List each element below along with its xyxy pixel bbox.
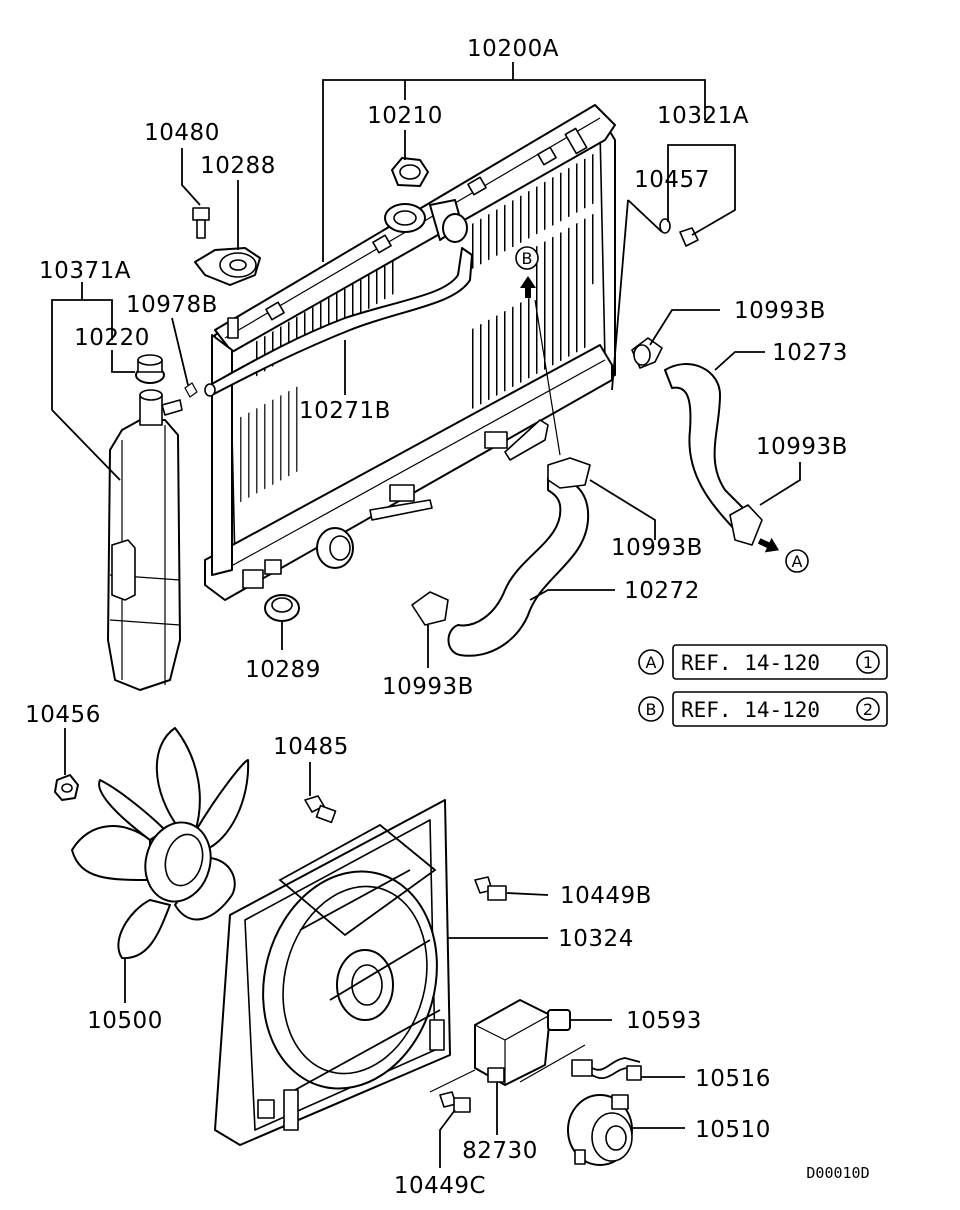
svg-text:A: A bbox=[792, 552, 803, 571]
label-10516: 10516 bbox=[695, 1066, 771, 1092]
leader-lines bbox=[51, 62, 801, 1168]
shroud-drawing bbox=[214, 799, 451, 1146]
label-10500: 10500 bbox=[87, 1008, 163, 1034]
svg-text:REF. 14-120: REF. 14-120 bbox=[681, 651, 820, 675]
label-10593: 10593 bbox=[626, 1008, 702, 1034]
svg-text:REF. 14-120: REF. 14-120 bbox=[681, 698, 820, 722]
label-10220: 10220 bbox=[74, 325, 150, 351]
label-10993b-lower-right: 10993B bbox=[756, 434, 848, 460]
bolt-10485 bbox=[304, 795, 337, 824]
part-labels: 10200A 10210 10321A 10457 10480 10288 10… bbox=[25, 36, 869, 1199]
label-10978b: 10978B bbox=[126, 292, 218, 318]
mount-bottom-10289 bbox=[264, 594, 300, 622]
label-10210: 10210 bbox=[367, 103, 443, 129]
label-10449b: 10449B bbox=[560, 883, 652, 909]
label-10993b-center: 10993B bbox=[611, 535, 703, 561]
label-10273: 10273 bbox=[772, 340, 848, 366]
radiator-drawing bbox=[204, 104, 663, 601]
diagram-code: D00010D bbox=[806, 1164, 869, 1182]
bolt-10449c bbox=[439, 1091, 471, 1113]
label-10324: 10324 bbox=[558, 926, 634, 952]
label-10457: 10457 bbox=[634, 167, 710, 193]
lower-hose-10272 bbox=[411, 457, 591, 657]
label-10485: 10485 bbox=[273, 734, 349, 760]
label-10289: 10289 bbox=[245, 657, 321, 683]
marker-b: B bbox=[515, 246, 539, 298]
label-10272: 10272 bbox=[624, 578, 700, 604]
svg-text:A: A bbox=[646, 653, 657, 672]
label-10993b-upper-right: 10993B bbox=[734, 298, 826, 324]
bolt-10449b bbox=[474, 876, 507, 901]
upper-hose-10273 bbox=[631, 337, 763, 546]
reference-box-b: B REF. 14-120 2 bbox=[638, 691, 888, 727]
label-10288: 10288 bbox=[200, 153, 276, 179]
radiator-cap-part bbox=[391, 157, 429, 187]
drain-plug-parts bbox=[659, 218, 699, 247]
top-bolt-and-mount bbox=[192, 207, 261, 286]
svg-text:B: B bbox=[522, 249, 533, 268]
label-10321a: 10321A bbox=[657, 103, 749, 129]
label-10456: 10456 bbox=[25, 702, 101, 728]
svg-text:2: 2 bbox=[863, 700, 873, 719]
label-10510: 10510 bbox=[695, 1117, 771, 1143]
reference-box-a: A REF. 14-120 1 bbox=[638, 644, 888, 680]
label-10480: 10480 bbox=[144, 120, 220, 146]
controller-82730 bbox=[474, 999, 551, 1086]
connector-10593 bbox=[547, 1009, 571, 1031]
nut-10456 bbox=[54, 774, 79, 801]
label-10371a: 10371A bbox=[39, 258, 131, 284]
harness-10516 bbox=[571, 1057, 642, 1081]
radiator-core-fins bbox=[235, 150, 600, 505]
label-82730: 82730 bbox=[462, 1138, 538, 1164]
motor-10510 bbox=[567, 1094, 633, 1166]
label-10200a: 10200A bbox=[467, 36, 559, 62]
svg-text:1: 1 bbox=[863, 653, 873, 672]
fan-blade-drawing bbox=[71, 727, 250, 960]
marker-a: A bbox=[757, 537, 809, 573]
reserve-tank-drawing bbox=[107, 354, 198, 691]
svg-text:B: B bbox=[646, 700, 657, 719]
label-10449c: 10449C bbox=[394, 1173, 486, 1199]
label-10993b-bottom: 10993B bbox=[382, 674, 474, 700]
label-10271b: 10271B bbox=[299, 398, 391, 424]
